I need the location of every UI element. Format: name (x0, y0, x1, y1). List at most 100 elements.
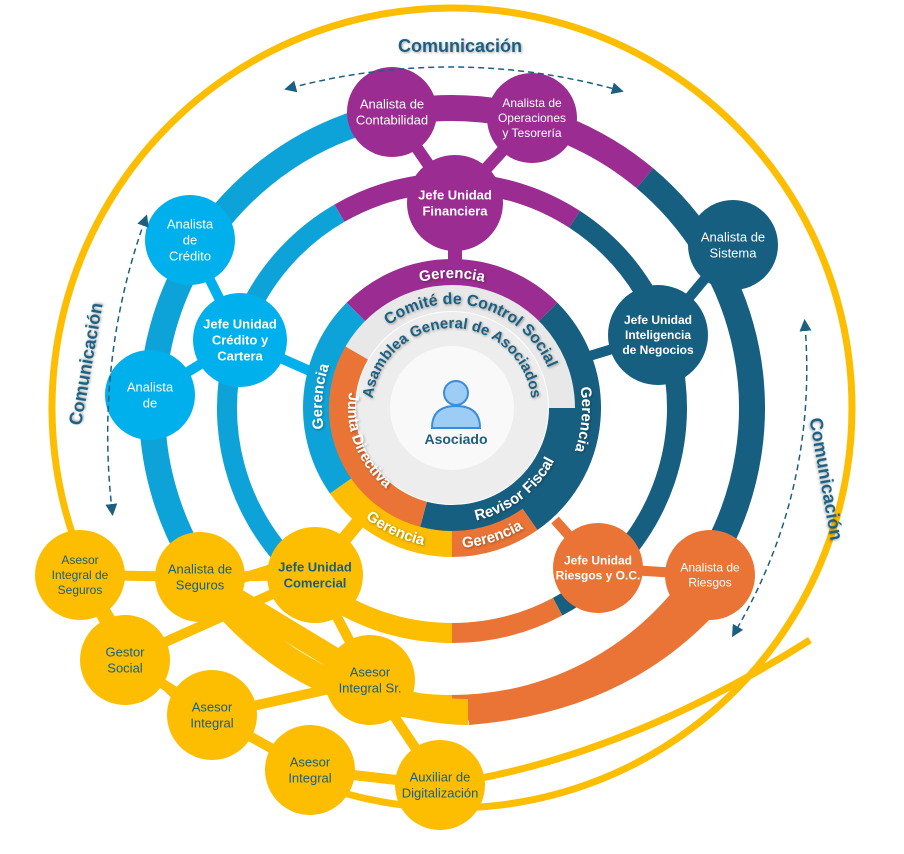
node-circle (265, 725, 355, 815)
node-circle (193, 293, 287, 387)
node-label: Social (107, 661, 143, 676)
core-rings: AsociadoGerenciaGerenciaGerenciaGerencia… (303, 259, 601, 557)
node-label: Jefe Unidad (278, 560, 352, 575)
node-label: Asesor (61, 553, 98, 567)
gerencia-label-top: Gerencia (418, 265, 488, 286)
arc-risk-lower (466, 591, 720, 725)
node-label: Inteligencia (625, 328, 691, 342)
node-label: y Tesorería (502, 126, 561, 140)
revisor-ring (420, 407, 575, 531)
node-label: Riesgos y O.C. (556, 569, 641, 583)
node-label: Auxiliar de (410, 770, 471, 785)
node-label: de (143, 396, 157, 411)
node-label: de Negocios (622, 343, 694, 357)
node-label: Riesgos (688, 576, 731, 590)
communication-label-left: Comunicación (65, 301, 106, 427)
node-circle (688, 200, 778, 290)
node-circle (35, 530, 125, 620)
node-circle (395, 740, 485, 830)
node-label: Integral (190, 716, 233, 731)
node-label: Integral Sr. (339, 681, 402, 696)
node-label: Asesor (350, 665, 391, 680)
center-label: Asociado (424, 431, 487, 447)
node-circle (407, 155, 503, 251)
outer-communication-ring (48, 4, 856, 812)
node-label: Jefe Unidad (203, 317, 277, 332)
communication-label-right: Comunicación (805, 416, 846, 542)
node-label: Contabilidad (356, 113, 428, 128)
arc-credit-middle (244, 204, 345, 308)
communication-ring (48, 4, 856, 812)
node-label: Integral (288, 771, 331, 786)
node-label: Financiera (422, 204, 488, 219)
gerencia-ring-bottom-right (451, 506, 538, 557)
node-label: Digitalización (402, 786, 479, 801)
node-circle (155, 532, 245, 622)
person-body (430, 404, 482, 429)
communication-arrow-top (284, 66, 624, 95)
node-label: Asesor (192, 700, 233, 715)
communication-label-top: Comunicación (398, 36, 522, 56)
node-circle (167, 670, 257, 760)
node-label: Cartera (217, 349, 263, 364)
node-label: de (183, 233, 197, 248)
node-label: Jefe Unidad (624, 313, 692, 327)
node-label: Seguros (176, 578, 225, 593)
node-label: Integral de (52, 568, 109, 582)
node-label: Analista de (502, 96, 562, 110)
node-circle (325, 635, 415, 725)
node-label: Analista de (168, 562, 232, 577)
node-circle (267, 527, 363, 623)
node-label: Operaciones (498, 111, 566, 125)
node-label: Sistema (710, 246, 758, 261)
node-label: Analista (127, 380, 174, 395)
node-label: Analista de (360, 97, 424, 112)
communication-arrow-right (731, 319, 812, 638)
node-circle (608, 285, 708, 385)
node-circle (553, 523, 643, 613)
node-label: Crédito (169, 249, 211, 264)
gerencia-ring-right (521, 302, 601, 531)
node-label: Jefe Unidad (418, 188, 492, 203)
node-label: Asesor (290, 755, 331, 770)
gerencia-ring-bottom-left (329, 477, 453, 557)
communication-arrow-left (105, 214, 149, 516)
person-icon (430, 380, 482, 429)
node-label: Comercial (284, 576, 347, 591)
node-circle (80, 615, 170, 705)
arc-risk-middle (451, 597, 563, 643)
junta-ring (329, 346, 428, 527)
communication-ring-tail (439, 637, 812, 789)
gerencia-ring-left (303, 302, 367, 494)
node-label: Gestor (105, 645, 145, 660)
comite-ring (345, 285, 575, 409)
gerencia-label-top-text: Gerencia (418, 265, 488, 286)
person-head (443, 380, 469, 406)
node-circle (487, 73, 577, 163)
node-label: Analista de (701, 230, 765, 245)
node-label: Seguros (58, 583, 103, 597)
gerencia-ring-top (346, 259, 558, 323)
node-circle (145, 195, 235, 285)
node-label: Analista de (680, 561, 740, 575)
